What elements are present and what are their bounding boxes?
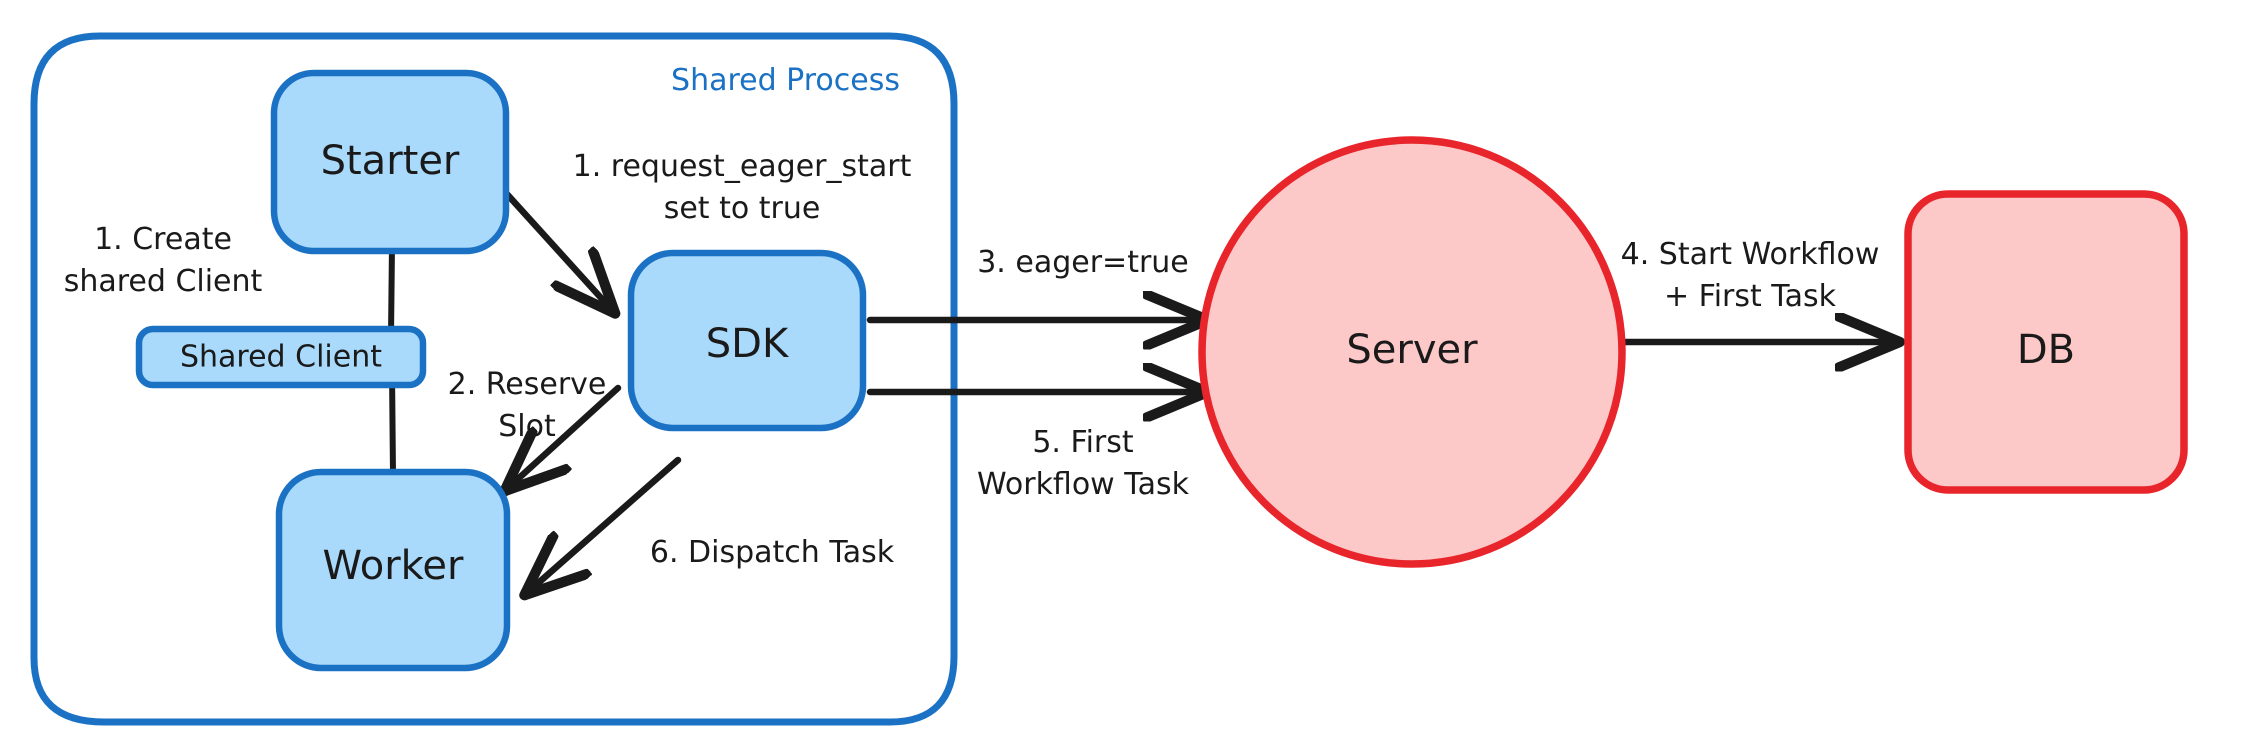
edge-request-eager-start-label-line1: 1. request_eager_start [573,149,912,184]
node-shared-client[interactable]: Shared Client [135,325,427,389]
node-shared-client-label: Shared Client [180,340,382,375]
edge-reserve-slot: 2. Reserve Slot [448,367,622,488]
edge-create-shared-client-label-line2: shared Client [64,264,263,299]
edge-request-eager-start-label-line2: set to true [664,191,821,226]
edge-create-shared-client: 1. Create shared Client [64,222,396,477]
edge-first-workflow-task-label-line2: Workflow Task [977,467,1190,502]
edge-dispatch-task: 6. Dispatch Task [528,456,895,592]
node-server-label: Server [1346,327,1478,373]
edge-eager-true: 3. eager=true [866,245,1203,320]
edge-request-eager-start: 1. request_eager_start set to true [492,149,912,310]
edge-first-workflow-task-label-line1: 5. First [1032,425,1134,460]
node-worker[interactable]: Worker [275,468,511,672]
edge-start-workflow-first-task: 4. Start Workflow + First Task [1619,237,1895,342]
edge-reserve-slot-label-line1: 2. Reserve [448,367,607,402]
node-starter-label: Starter [321,138,460,184]
edge-first-workflow-task: 5. First Workflow Task [866,392,1203,502]
node-sdk-label: SDK [706,321,790,367]
node-server[interactable]: Server [1198,136,1626,568]
edge-start-workflow-label-line2: + First Task [1664,279,1837,314]
edge-reserve-slot-label-line2: Slot [498,409,556,444]
node-db[interactable]: DB [1904,190,2188,494]
shared-process-container: Shared Process [30,32,958,726]
node-starter[interactable]: Starter [270,69,510,255]
edge-eager-true-label: 3. eager=true [977,245,1189,280]
edge-start-workflow-label-line1: 4. Start Workflow [1621,237,1880,272]
edge-create-shared-client-label-line1: 1. Create [94,222,232,257]
node-worker-label: Worker [323,543,464,589]
shared-process-label: Shared Process [671,63,900,98]
edge-dispatch-task-label: 6. Dispatch Task [650,535,895,570]
node-db-label: DB [2017,327,2075,373]
node-sdk[interactable]: SDK [627,249,867,432]
